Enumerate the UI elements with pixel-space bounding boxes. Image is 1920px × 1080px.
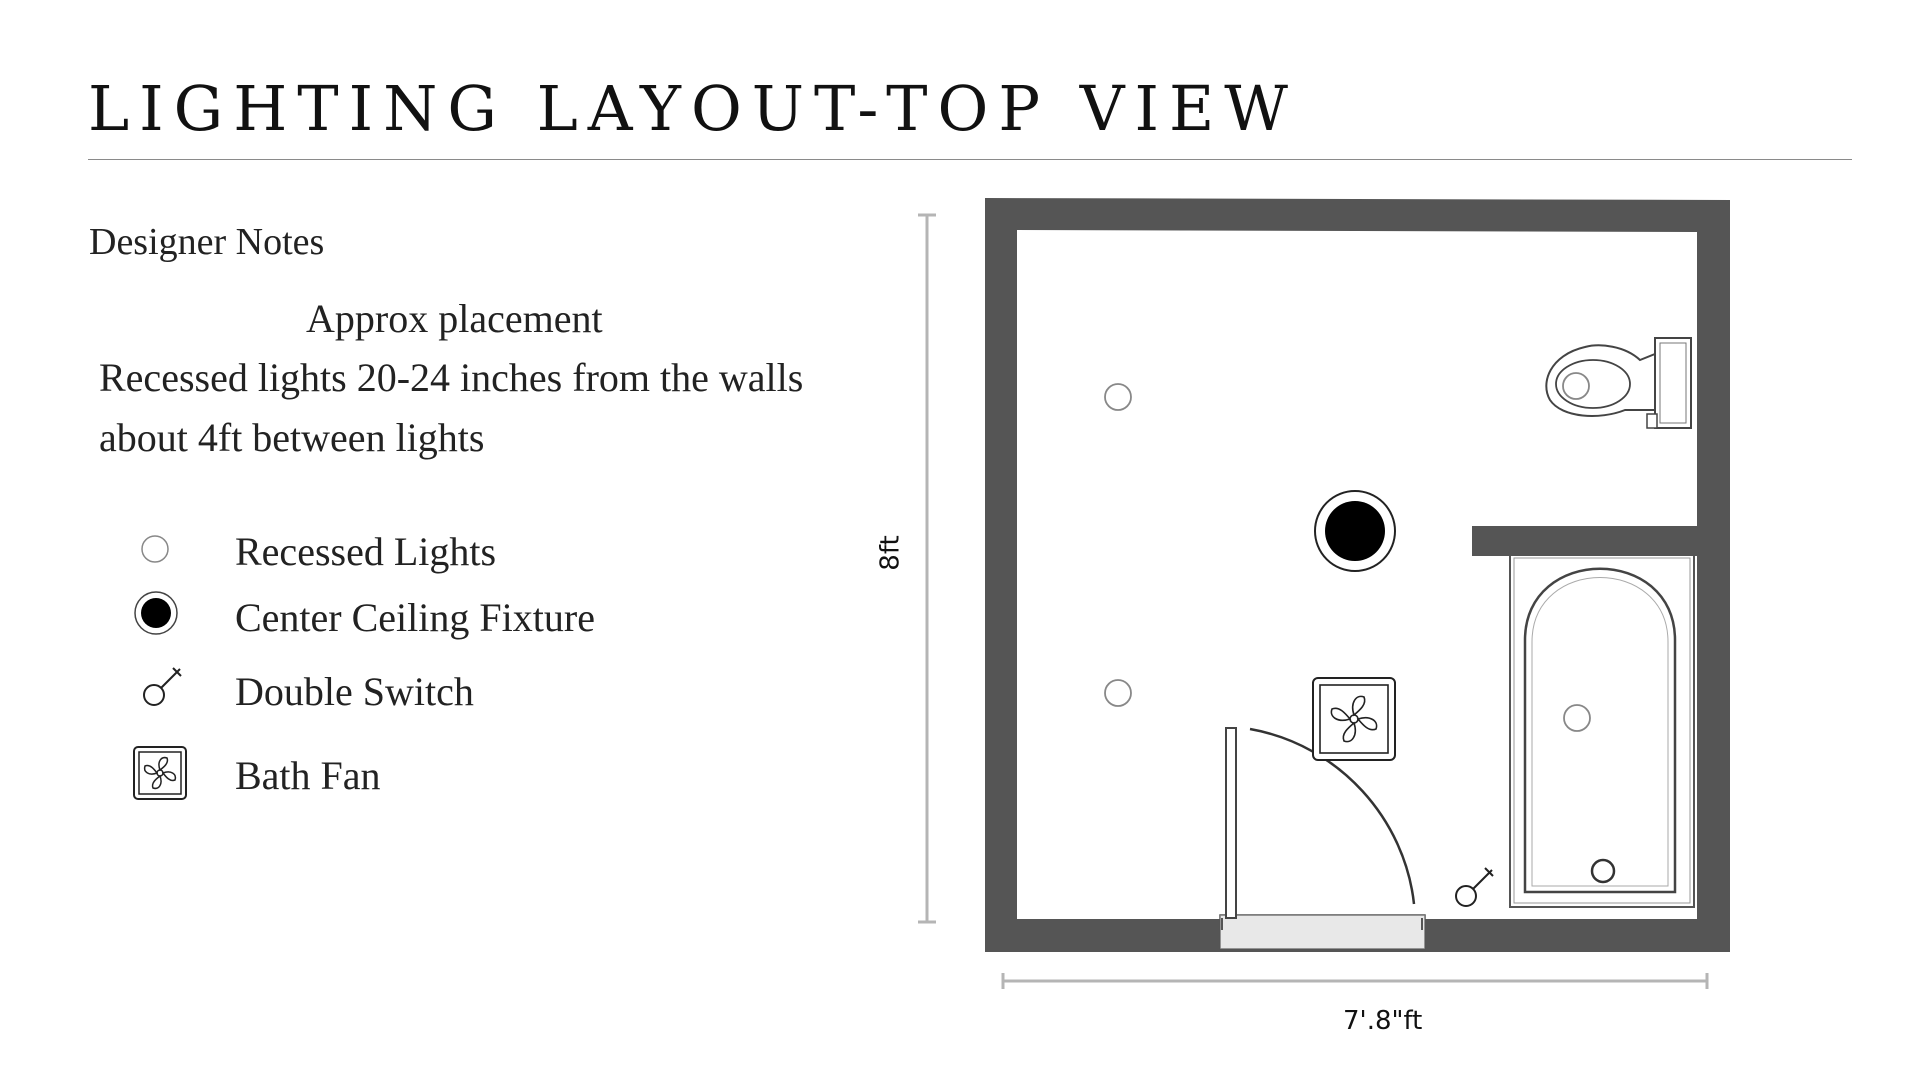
- title-divider: [88, 159, 1852, 160]
- door-swing: [1225, 727, 1416, 919]
- double-switch-icon: [143, 667, 182, 706]
- partition-wall: [1472, 526, 1700, 556]
- recessed-light-icon: [1563, 704, 1591, 732]
- notes-subheading: Approx placement: [306, 296, 603, 341]
- recessed-light-icon: [1562, 372, 1590, 400]
- legend-label-center-ceiling-fixture: Center Ceiling Fixture: [235, 595, 595, 640]
- notes-line-1: Recessed lights 20-24 inches from the wa…: [99, 355, 804, 400]
- bath-fan-icon: [133, 746, 187, 800]
- height-dimension-label: 8ft: [875, 535, 906, 571]
- double-switch-icon: [1455, 867, 1494, 907]
- door-threshold: [1219, 914, 1426, 950]
- page-title: LIGHTING LAYOUT-TOP VIEW: [88, 72, 1298, 145]
- recessed-light-icon: [141, 535, 169, 563]
- ceiling-fixture-icon: [1314, 490, 1396, 572]
- bath-fan-icon: [1312, 677, 1396, 761]
- ceiling-fixture-icon: [134, 591, 178, 635]
- recessed-light-icon: [1104, 679, 1132, 707]
- notes-line-2: about 4ft between lights: [99, 415, 485, 460]
- legend-label-recessed-lights: Recessed Lights: [235, 529, 497, 574]
- legend-label-double-switch: Double Switch: [235, 669, 474, 714]
- notes-heading: Designer Notes: [89, 221, 325, 263]
- width-dimension-label: 7'.8"ft: [1343, 1006, 1423, 1036]
- height-dimension-line: [918, 213, 936, 924]
- width-dimension-line: [1001, 973, 1709, 989]
- recessed-light-icon: [1104, 383, 1132, 411]
- legend-label-bath-fan: Bath Fan: [235, 753, 381, 798]
- bathtub: [1509, 554, 1695, 908]
